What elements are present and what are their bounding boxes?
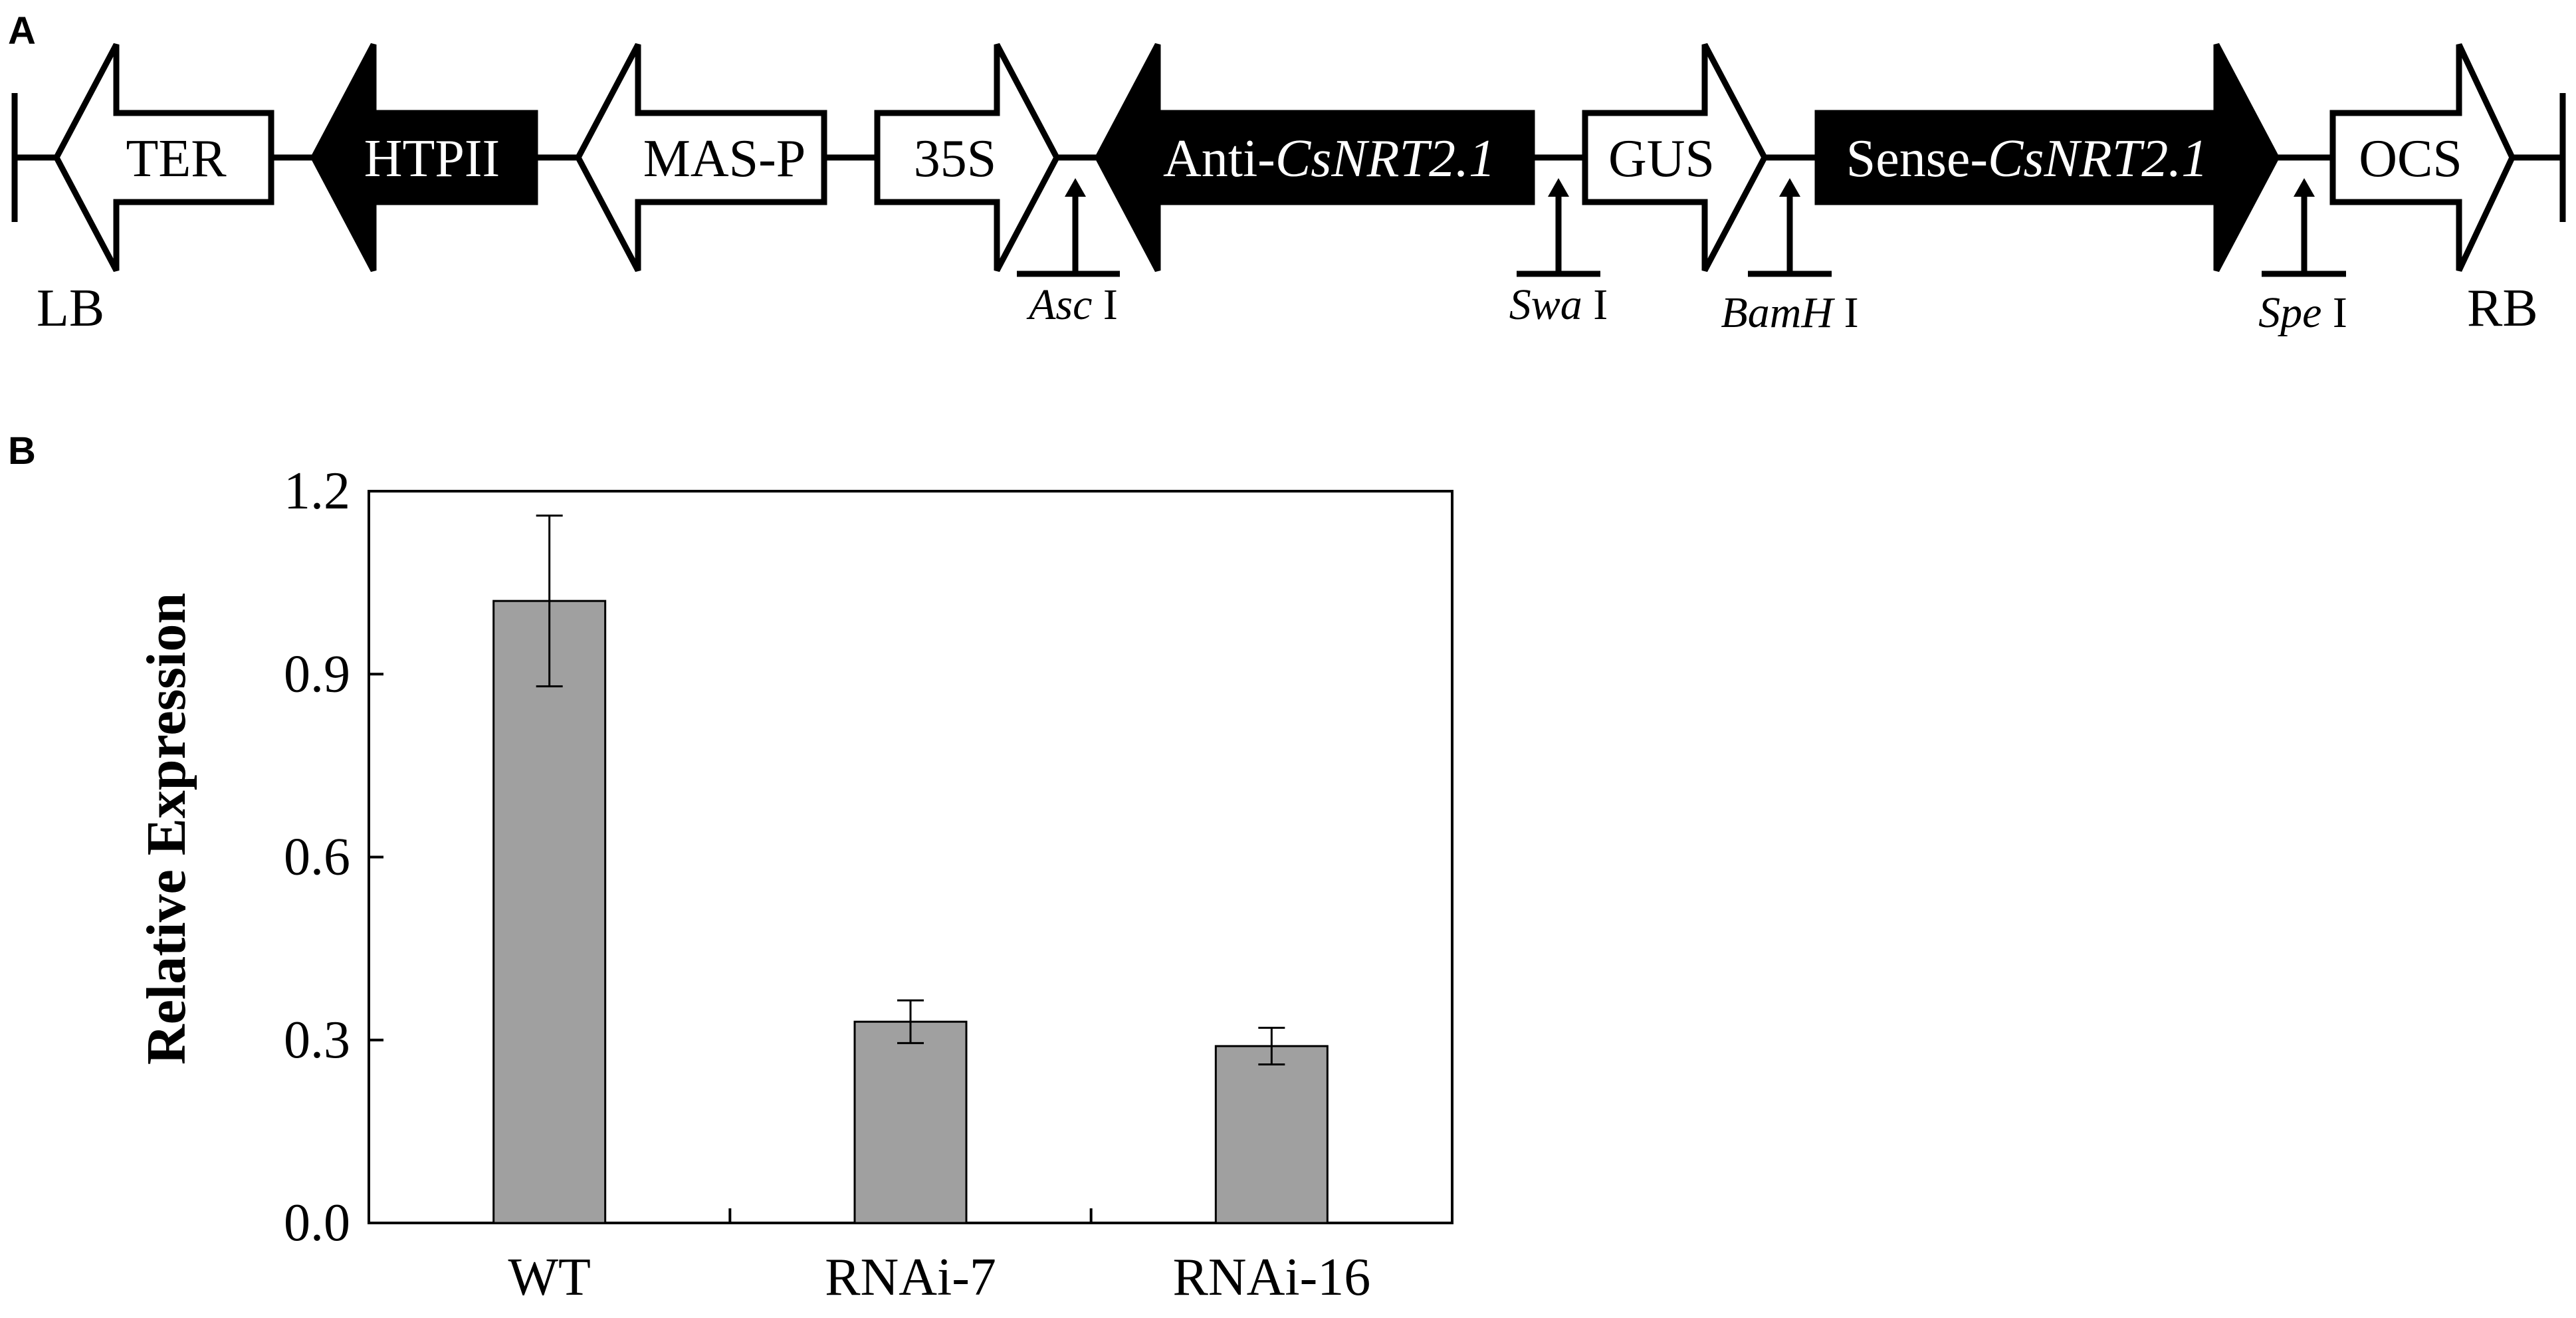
panel-a-label: A (8, 9, 36, 53)
segment-ocs-label: OCS (2359, 130, 2462, 188)
site-spe: Spe I (2258, 178, 2347, 337)
right-border-label: RB (2467, 279, 2538, 338)
y-tick-label: 0.9 (284, 645, 350, 703)
segment-sense-csnrt21: Sense-CsNRT2.1 (1814, 43, 2280, 273)
segment-35s: 35S (874, 43, 1061, 273)
segment-ter: TER (53, 43, 274, 273)
segment-gus: GUS (1582, 43, 1769, 273)
segment-sense-csnrt21-label: Sense-CsNRT2.1 (1846, 130, 2208, 188)
y-tick-label: 0.3 (284, 1011, 350, 1069)
bar-rnai-16 (1214, 1045, 1329, 1224)
site-swa-label: Swa I (1509, 280, 1608, 329)
segment-anti-csnrt21-label: Anti-CsNRT2.1 (1163, 130, 1495, 188)
y-tick-label: 1.2 (284, 462, 350, 520)
segment-35s-label: 35S (914, 130, 997, 188)
y-tick-label: 0.0 (284, 1194, 350, 1252)
site-asc: Asc I (1017, 178, 1120, 329)
segment-mas-p-label: MAS-P (643, 130, 806, 188)
y-axis-label: Relative Expression (136, 593, 197, 1065)
x-tick-label: RNAi-16 (1172, 1248, 1370, 1307)
segment-ocs: OCS (2329, 43, 2516, 272)
bar-rnai-7 (853, 1020, 968, 1224)
segment-htpii: HTPII (310, 43, 538, 273)
site-asc-label: Asc I (1026, 280, 1118, 329)
bar-wt (492, 600, 607, 1224)
site-spe-label: Spe I (2258, 288, 2347, 337)
segment-ter-label: TER (126, 130, 227, 188)
segment-anti-csnrt21: Anti-CsNRT2.1 (1094, 43, 1535, 273)
left-border-label: LB (37, 279, 104, 338)
segment-gus-label: GUS (1608, 130, 1715, 188)
site-bamh: BamH I (1721, 178, 1859, 337)
panel-b-label: B (8, 429, 36, 473)
bar-chart: 0.0 0.3 0.6 0.9 1.2WT RNAi-7 RNAi-16 (284, 462, 1453, 1307)
site-swa: Swa I (1509, 178, 1608, 329)
x-tick-label: RNAi-7 (825, 1248, 996, 1307)
segment-mas-p: MAS-P (574, 43, 827, 273)
x-tick-label: WT (508, 1248, 590, 1307)
segment-htpii-label: HTPII (364, 130, 500, 188)
site-bamh-label: BamH I (1721, 288, 1858, 337)
y-tick-label: 0.6 (284, 828, 350, 887)
